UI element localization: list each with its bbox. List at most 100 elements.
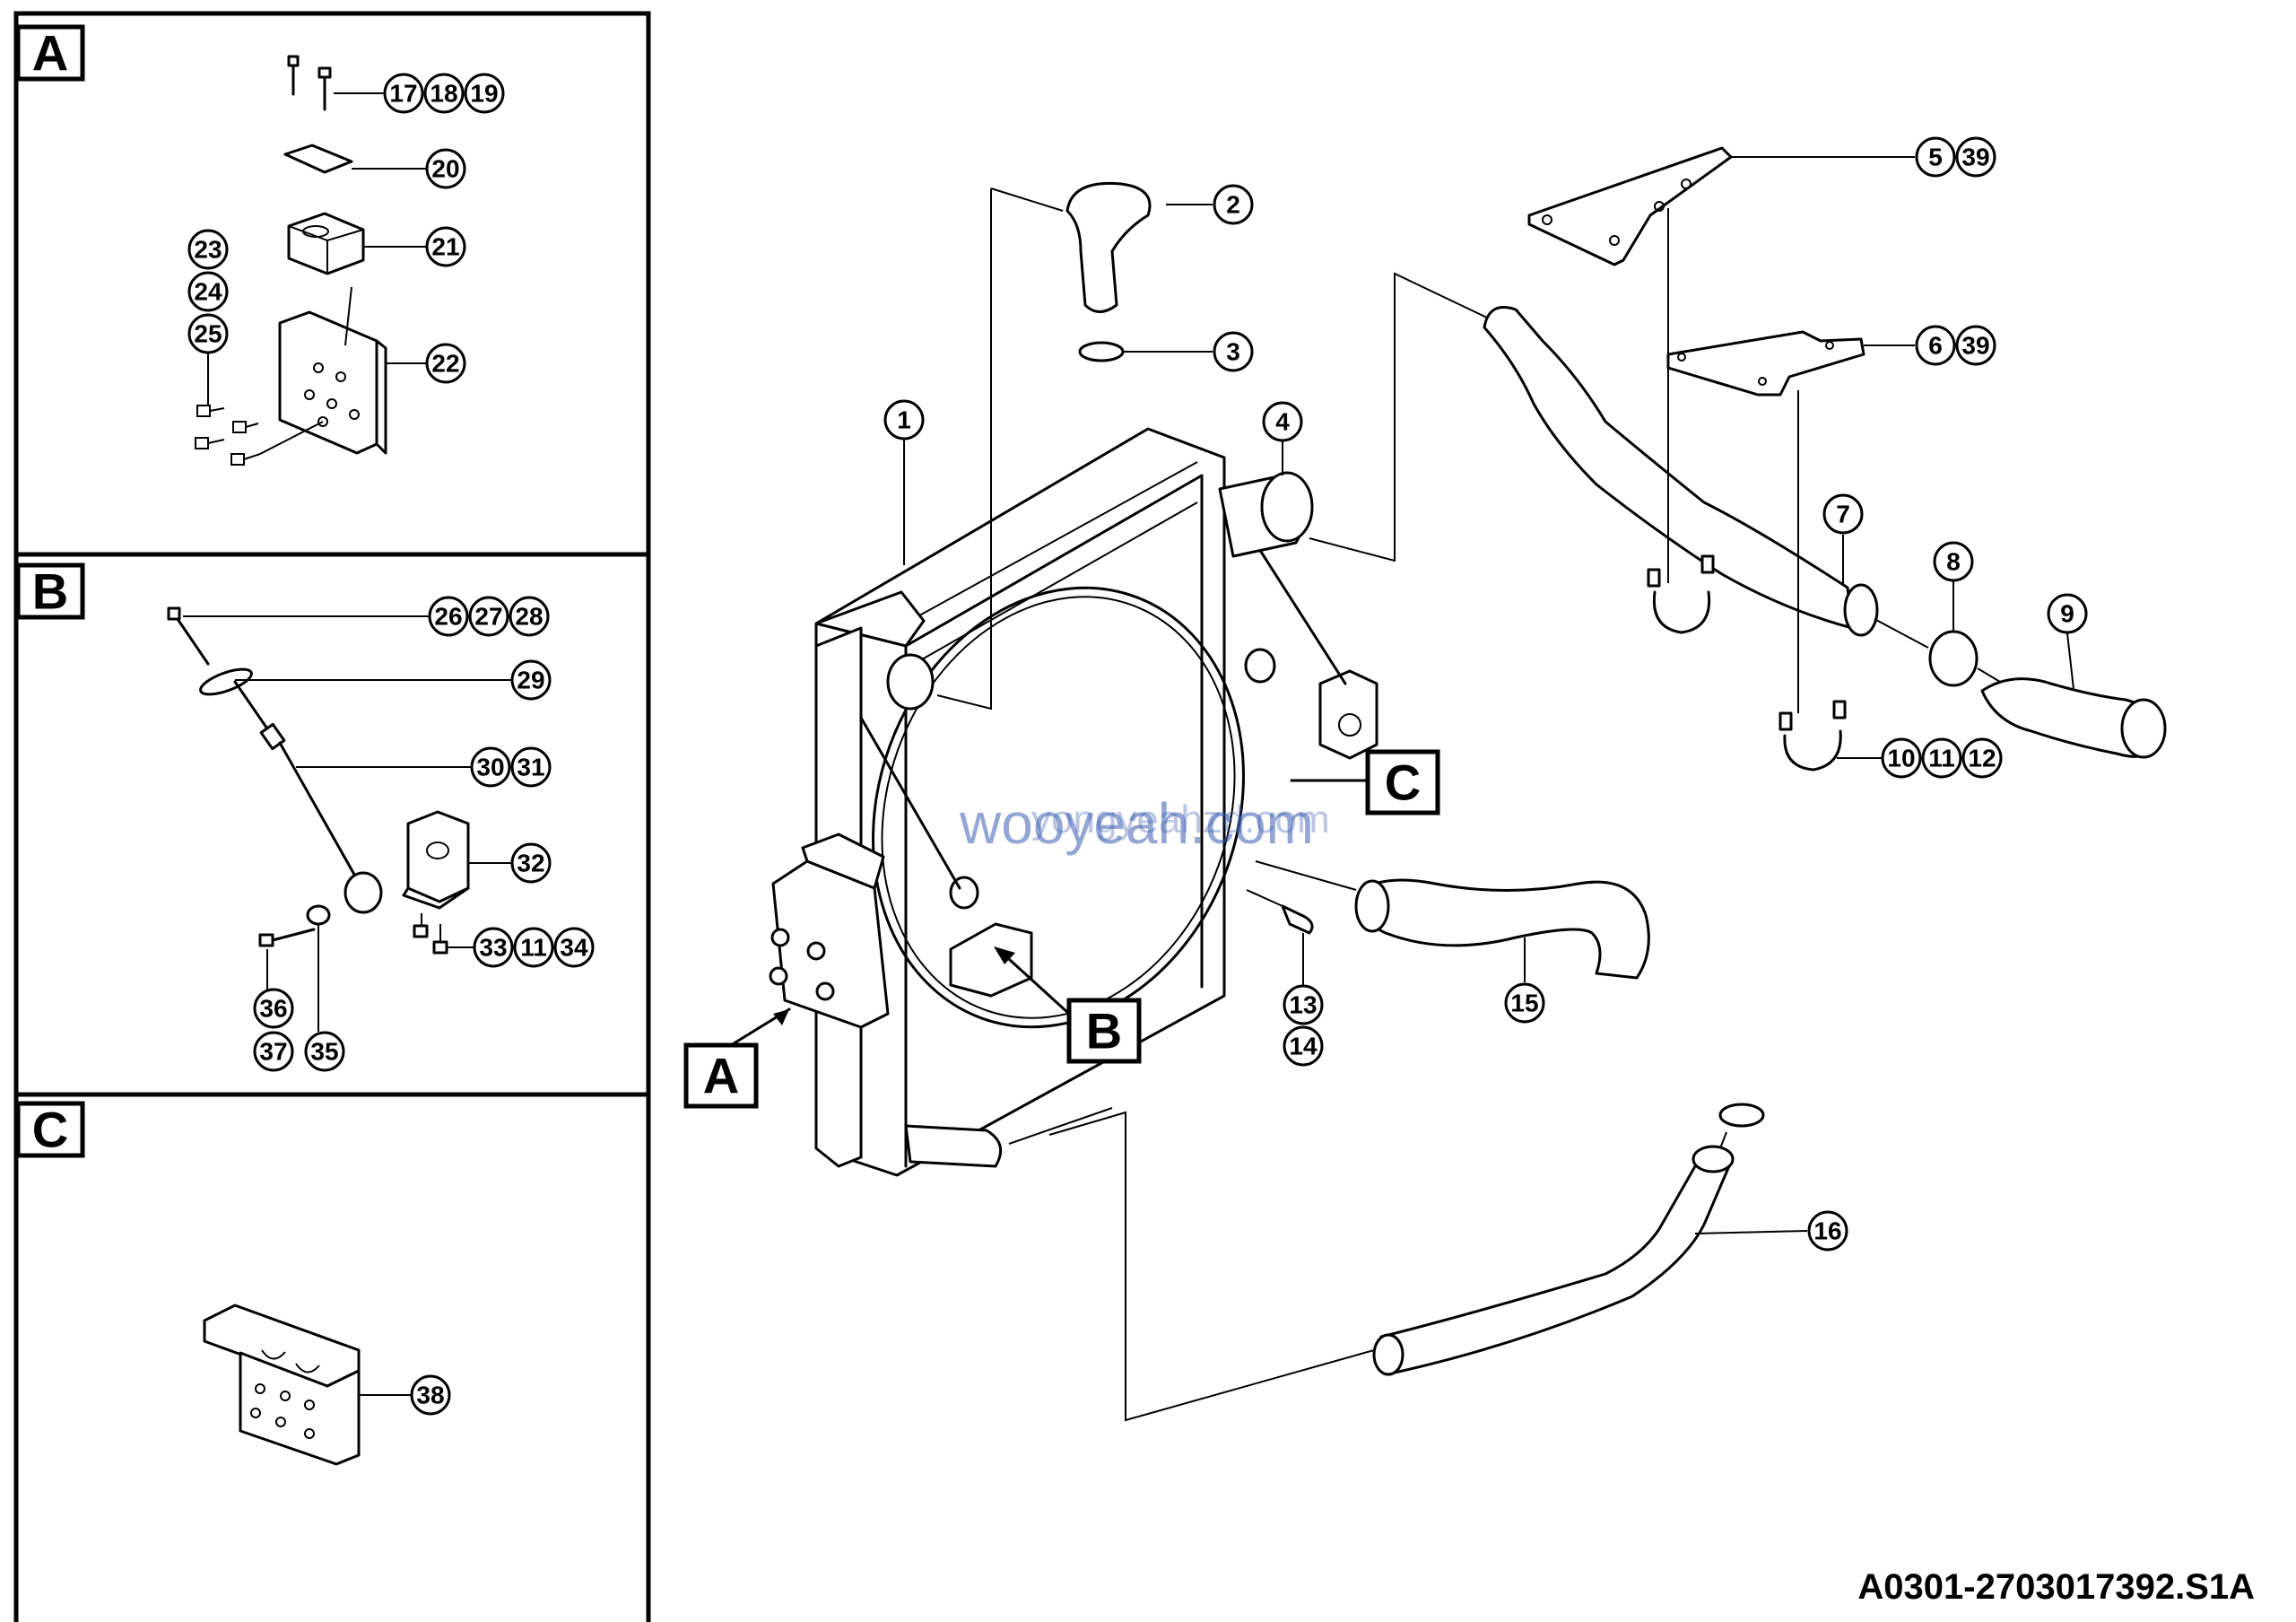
callout-1: 1: [883, 399, 925, 440]
callout-36: 36: [253, 988, 294, 1029]
callout-12: 12: [1961, 737, 2003, 779]
side-neck: [1244, 648, 1276, 684]
callout-22: 22: [425, 343, 466, 384]
mount-rubber-a: [801, 833, 885, 890]
svg-text:11: 11: [1928, 745, 1955, 772]
callout-10: 10: [1881, 737, 1922, 779]
bracket-22: [278, 310, 378, 455]
lower-outlet-stub: [904, 1124, 1003, 1168]
callout-18: 18: [423, 73, 465, 114]
callout-28: 28: [509, 596, 550, 637]
plate-20: [283, 144, 353, 174]
callout-29: 29: [510, 659, 552, 701]
svg-text:31: 31: [517, 754, 544, 781]
callout-5: 5: [1915, 136, 1956, 178]
callout-26: 26: [428, 596, 469, 637]
callout-39-b: 39: [1955, 325, 1996, 366]
svg-text:27: 27: [474, 603, 502, 631]
callout-23: 23: [187, 229, 229, 270]
callout-19: 19: [464, 73, 505, 114]
svg-text:6: 6: [1928, 332, 1943, 360]
washer-29: [199, 667, 253, 696]
svg-text:7: 7: [1836, 501, 1850, 528]
callout-3: 3: [1213, 331, 1254, 372]
callout-15: 15: [1504, 982, 1545, 1024]
svg-text:35: 35: [310, 1038, 338, 1066]
svg-text:33: 33: [479, 934, 507, 962]
svg-text:22: 22: [431, 350, 459, 378]
clamp-lower: [1779, 390, 1882, 772]
ring-8: [1928, 630, 1979, 687]
main-assembly: [769, 427, 1378, 1177]
detail-marker-b: B: [994, 946, 1142, 1064]
svg-text:25: 25: [194, 320, 222, 348]
drawing-code: A0301-2703017392.S1A: [1857, 1567, 2255, 1607]
callout-21: 21: [425, 226, 466, 267]
stay-rod-30: [278, 741, 359, 881]
svg-text:C: C: [1385, 754, 1421, 811]
watermark-ghost: yongyeahzd.com: [1031, 798, 1330, 842]
svg-text:12: 12: [1968, 745, 1996, 772]
callout-8: 8: [1933, 541, 1974, 582]
washer-35: [306, 904, 331, 926]
panel-c-drawing: [203, 1304, 411, 1466]
callout-25: 25: [187, 313, 229, 354]
callout-39-a: 39: [1955, 136, 1996, 178]
callout-6: 6: [1915, 325, 1956, 366]
callout-32: 32: [510, 842, 552, 884]
bushing: [344, 871, 383, 914]
svg-text:30: 30: [476, 754, 504, 781]
callout-20: 20: [425, 148, 466, 189]
svg-text:36: 36: [259, 995, 287, 1023]
svg-text:19: 19: [470, 80, 498, 108]
svg-text:24: 24: [194, 278, 222, 306]
callout-9: 9: [2047, 593, 2088, 634]
hose-2-assembly: [1065, 181, 1213, 362]
svg-text:2: 2: [1226, 191, 1240, 219]
svg-text:37: 37: [259, 1038, 287, 1066]
svg-text:17: 17: [389, 80, 417, 108]
svg-text:39: 39: [1961, 332, 1989, 360]
svg-text:1: 1: [897, 406, 911, 434]
callout-27: 27: [468, 596, 509, 637]
hose-15: [1354, 878, 1650, 982]
fan-shroud: [872, 586, 1245, 1029]
hose-9: [1980, 632, 2167, 759]
svg-text:8: 8: [1946, 548, 1961, 576]
svg-text:C: C: [32, 1102, 68, 1158]
ring-3: [1078, 341, 1125, 362]
panel-b-drawing: [167, 606, 511, 1032]
callout-16: 16: [1807, 1210, 1848, 1251]
callout-14: 14: [1283, 1025, 1324, 1067]
svg-text:A: A: [32, 25, 68, 82]
svg-text:10: 10: [1887, 745, 1915, 772]
bracket-38-face: [239, 1351, 361, 1466]
watermark: wooyeah.com: [959, 791, 1314, 856]
svg-text:29: 29: [517, 667, 544, 694]
outlet-neck: [886, 653, 935, 711]
svg-text:B: B: [32, 563, 68, 620]
pin-13: [1246, 889, 1314, 987]
pipe-16: [1372, 1103, 1808, 1376]
callout-2: 2: [1213, 184, 1254, 225]
cap-16: [1718, 1103, 1765, 1128]
svg-text:26: 26: [434, 603, 462, 631]
top-tank: [814, 590, 926, 648]
panel-label-c: C: [15, 1101, 85, 1158]
svg-text:14: 14: [1289, 1033, 1318, 1060]
callout-38: 38: [410, 1374, 451, 1416]
panel-a-drawing: [195, 55, 429, 466]
panel-label-b: B: [15, 562, 85, 620]
callout-37: 37: [253, 1031, 294, 1072]
callout-13: 13: [1283, 984, 1324, 1025]
callout-17: 17: [383, 73, 424, 114]
svg-text:B: B: [1086, 1003, 1122, 1060]
callout-11-b: 11: [513, 927, 554, 968]
bracket-5: [1527, 146, 1915, 266]
callout-7: 7: [1822, 493, 1864, 535]
elbow-hose-2: [1065, 181, 1152, 313]
rubber-mount-21: [287, 212, 365, 275]
svg-text:28: 28: [515, 603, 543, 631]
callout-24: 24: [187, 271, 229, 312]
